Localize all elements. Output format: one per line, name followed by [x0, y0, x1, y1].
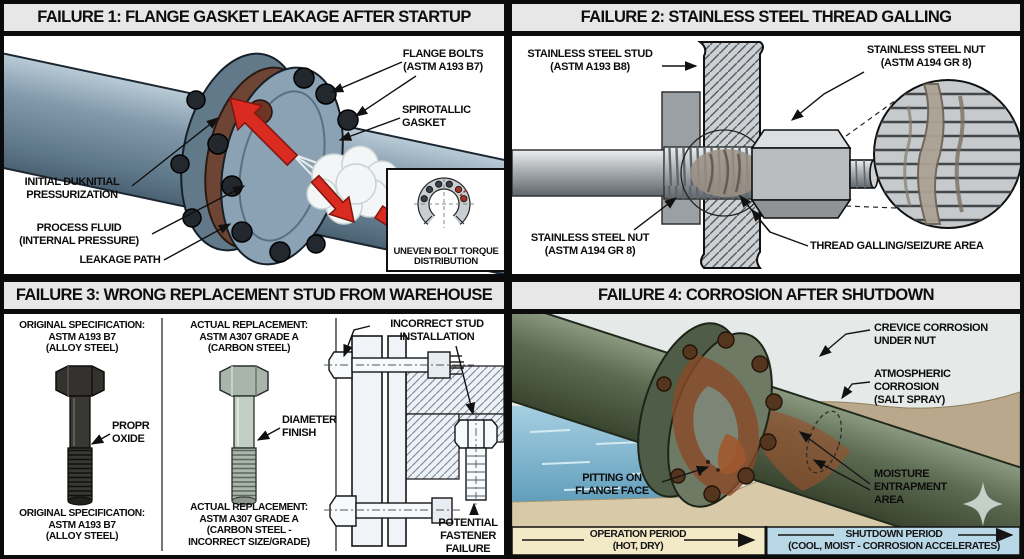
- timeline-operation-label: OPERATION PERIOD (HOT, DRY): [589, 529, 687, 552]
- label-ss-stud: STAINLESS STEEL STUD (ASTM A193 B8): [527, 48, 653, 73]
- label-diameter-finish: DIAMETER FINISH: [282, 414, 337, 439]
- label-process-fluid: PROCESS FLUID (INTERNAL PRESSURE): [19, 222, 139, 247]
- nut-graphic: [750, 129, 879, 219]
- panel2-illustration: [512, 41, 1020, 269]
- panel-failure-4: FAILURE 4: CORROSION AFTER SHUTDOWN: [510, 280, 1022, 557]
- uneven-torque-inset: UNEVEN BOLT TORQUE DISTRIBUTION: [386, 168, 504, 272]
- label-ss-nut-top: STAINLESS STEEL NUT (ASTM A194 GR 8): [866, 44, 986, 69]
- label-replacement-bottom: ACTUAL REPLACEMENT: ASTM A307 GRADE A (C…: [188, 502, 310, 549]
- label-original-spec-bottom: ORIGINAL SPECIFICATION: ASTM A193 B7 (AL…: [19, 508, 145, 543]
- panel4-title: FAILURE 4: CORROSION AFTER SHUTDOWN: [598, 286, 934, 304]
- leader-lines: [131, 61, 417, 261]
- label-incorrect-install: INCORRECT STUD INSTALLATION: [390, 318, 484, 343]
- leader-lines: [90, 325, 479, 516]
- timeline-shutdown-label: SHUTDOWN PERIOD (COOL, MOIST - CORROSION…: [788, 529, 1000, 552]
- corroded-flange: [637, 322, 783, 508]
- panel-failure-1: FAILURE 1: FLANGE GASKET LEAKAGE AFTER S…: [2, 2, 506, 276]
- panel4-title-bar: FAILURE 4: CORROSION AFTER SHUTDOWN: [510, 280, 1022, 311]
- flange-bolts-graphic: [170, 67, 359, 263]
- label-propr-oxide: PROPR OXIDE: [112, 420, 150, 445]
- panel-failure-3: FAILURE 3: WRONG REPLACEMENT STUD FROM W…: [2, 280, 506, 557]
- magnifier-inset: [845, 79, 1020, 229]
- label-pitting: PITTING ON FLANGE FACE: [575, 472, 649, 497]
- cross-section-drawing: [324, 335, 504, 547]
- label-leakage-path: LEAKAGE PATH: [79, 254, 161, 266]
- panel-failure-2: FAILURE 2: STAINLESS STEEL THREAD GALLIN…: [510, 2, 1022, 276]
- panel4-content: CREVICE CORROSION UNDER NUT ATMOSPHERIC …: [510, 312, 1022, 557]
- label-ss-nut-bottom: STAINLESS STEEL NUT (ASTM A194 GR 8): [530, 232, 650, 257]
- panel3-illustration: [55, 318, 504, 551]
- pipe-rust-streak: [750, 409, 850, 491]
- label-original-spec-top: ORIGINAL SPECIFICATION: ASTM A193 B7 (AL…: [19, 320, 145, 355]
- rusty-bolts: [656, 331, 783, 503]
- label-crevice-corrosion: CREVICE CORROSION UNDER NUT: [874, 322, 988, 347]
- alloy-steel-bolt: [55, 365, 105, 506]
- panel1-title: FAILURE 1: FLANGE GASKET LEAKAGE AFTER S…: [37, 8, 471, 26]
- label-atmospheric-corrosion: ATMOSPHERIC CORROSION (SALT SPRAY): [874, 368, 951, 406]
- panel3-content: ORIGINAL SPECIFICATION: ASTM A193 B7 (AL…: [2, 312, 506, 557]
- label-initial-pressurization: INITIAL DUKNITIAL PRESSURIZATION: [24, 176, 120, 201]
- bottom-bolt: [329, 495, 453, 527]
- panel2-title: FAILURE 2: STAINLESS STEEL THREAD GALLIN…: [580, 8, 952, 26]
- leader-lines: [661, 329, 871, 491]
- inset-caption: UNEVEN BOLT TORQUE DISTRIBUTION: [393, 245, 499, 268]
- label-replacement-top: ACTUAL REPLACEMENT: ASTM A307 GRADE A (C…: [190, 320, 308, 355]
- inset-bolts: [420, 180, 468, 203]
- label-spirotallic-gasket: SPIROTALLIC GASKET: [402, 104, 471, 129]
- panel3-title-bar: FAILURE 3: WRONG REPLACEMENT STUD FROM W…: [2, 280, 506, 311]
- label-moisture-entrapment: MOISTURE ENTRAPMENT AREA: [874, 468, 947, 506]
- label-potential-failure: POTENTIAL FASTENER FAILURE: [438, 517, 498, 555]
- carbon-steel-bolt: [219, 365, 269, 506]
- panel2-content: STAINLESS STEEL STUD (ASTM A193 B8) STAI…: [510, 34, 1022, 276]
- leader-lines: [633, 61, 865, 247]
- panel2-title-bar: FAILURE 2: STAINLESS STEEL THREAD GALLIN…: [510, 2, 1022, 33]
- panel1-title-bar: FAILURE 1: FLANGE GASKET LEAKAGE AFTER S…: [2, 2, 506, 33]
- label-thread-galling: THREAD GALLING/SEIZURE AREA: [810, 240, 984, 252]
- panel1-content: FLANGE BOLTS (ASTM A193 B7) SPIROTALLIC …: [2, 34, 506, 276]
- timeline-bar: [512, 526, 1020, 555]
- panel4-illustration: [512, 314, 1020, 555]
- torque-inset-drawing: [414, 177, 474, 232]
- label-flange-bolts: FLANGE BOLTS (ASTM A193 B7): [402, 48, 484, 73]
- sparkle-watermark-icon: [963, 482, 1003, 526]
- panel3-title: FAILURE 3: WRONG REPLACEMENT STUD FROM W…: [15, 286, 493, 304]
